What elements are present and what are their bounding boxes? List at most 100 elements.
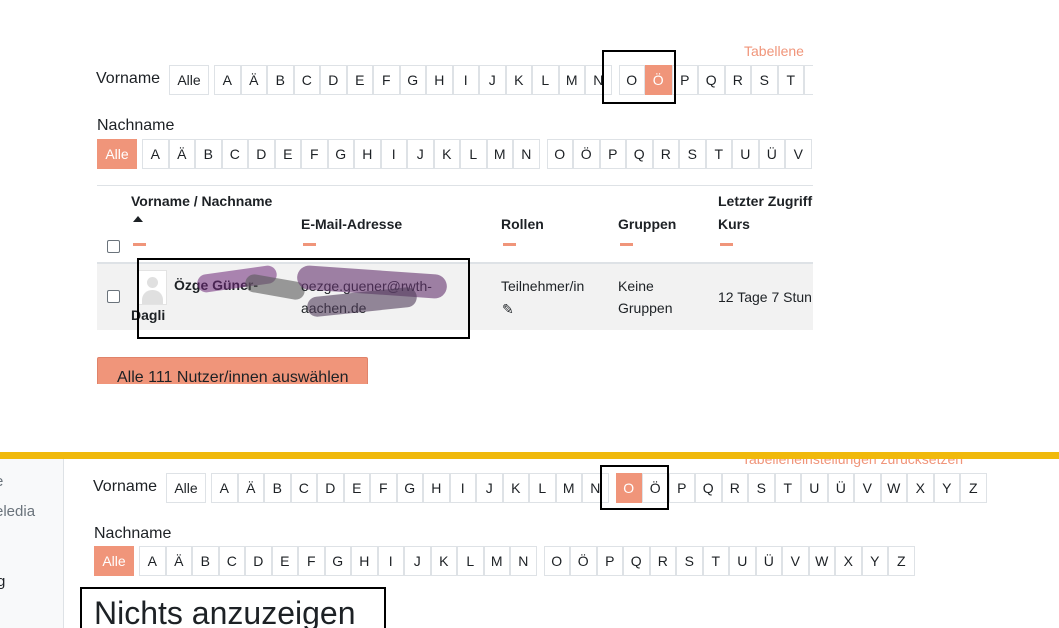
lastname-letter-all[interactable]: Alle [94,546,134,576]
firstname-letter-u[interactable]: U [804,65,813,95]
firstname-letter-j[interactable]: J [479,65,506,95]
lastname-letter-v[interactable]: V [782,546,809,576]
lastname-letter-r[interactable]: R [649,546,676,576]
lastname-letter-r[interactable]: R [652,139,679,169]
firstname-letter-r[interactable]: R [721,473,748,503]
firstname-letter-w[interactable]: W [880,473,907,503]
lastname-letter-u[interactable]: U [729,546,756,576]
lastname-letter-q[interactable]: Q [626,139,653,169]
lastname-letter-a[interactable]: A [139,546,166,576]
lastname-letter-w[interactable]: W [808,546,835,576]
lastname-letter-p[interactable]: P [596,546,623,576]
lastname-letter-all[interactable]: Alle [97,139,137,169]
firstname-letter-g[interactable]: G [399,65,426,95]
sidebar-item[interactable]: eledia [0,503,36,520]
email-collapse-icon[interactable] [303,243,316,246]
lastname-letter-p[interactable]: P [599,139,626,169]
firstname-letter-o[interactable]: O [615,473,642,503]
lastname-letter-b[interactable]: B [192,546,219,576]
firstname-letter-t[interactable]: T [777,65,804,95]
lastname-letter-ö[interactable]: Ö [570,546,597,576]
firstname-letter-e[interactable]: E [343,473,370,503]
lastaccess-collapse-icon[interactable] [720,243,733,246]
firstname-letter-a[interactable]: A [211,473,238,503]
lastname-letter-o[interactable]: O [543,546,570,576]
lastname-letter-f[interactable]: F [298,546,325,576]
lastname-letter-h[interactable]: H [351,546,378,576]
firstname-letter-ü[interactable]: Ü [827,473,854,503]
user-name-link-cont[interactable]: Dagli [131,307,166,323]
firstname-letter-k[interactable]: K [502,473,529,503]
lastname-letter-t[interactable]: T [705,139,732,169]
firstname-letter-k[interactable]: K [505,65,532,95]
firstname-letter-ö[interactable]: Ö [642,473,669,503]
lastname-letter-d[interactable]: D [245,546,272,576]
header-email[interactable]: E-Mail-Adresse [301,216,403,232]
lastname-letter-m[interactable]: M [483,546,510,576]
firstname-letter-g[interactable]: G [396,473,423,503]
lastname-letter-q[interactable]: Q [623,546,650,576]
lastname-letter-e[interactable]: E [271,546,298,576]
lastname-letter-f[interactable]: F [301,139,328,169]
lastname-letter-n[interactable]: N [513,139,540,169]
firstname-letter-s[interactable]: S [748,473,775,503]
edit-role-pencil-icon[interactable]: ✎ [502,301,514,317]
lastname-letter-y[interactable]: Y [861,546,888,576]
lastname-letter-l[interactable]: L [457,546,484,576]
lastname-letter-v[interactable]: V [785,139,812,169]
firstname-letter-b[interactable]: B [264,473,291,503]
lastname-letter-ü[interactable]: Ü [758,139,785,169]
firstname-letter-c[interactable]: C [290,473,317,503]
row-checkbox[interactable] [107,290,120,303]
firstname-letter-i[interactable]: I [449,473,476,503]
firstname-letter-r[interactable]: R [724,65,751,95]
roles-collapse-icon[interactable] [503,243,516,246]
firstname-letter-u[interactable]: U [801,473,828,503]
lastname-letter-l[interactable]: L [460,139,487,169]
firstname-letter-q[interactable]: Q [698,65,725,95]
select-all-users-button[interactable]: Alle 111 Nutzer/innen auswählen [97,357,368,384]
firstname-letter-f[interactable]: F [373,65,400,95]
firstname-letter-l[interactable]: L [529,473,556,503]
header-roles[interactable]: Rollen [501,216,544,232]
lastname-letter-z[interactable]: Z [888,546,915,576]
lastname-letter-ä[interactable]: Ä [165,546,192,576]
header-groups[interactable]: Gruppen [618,216,677,232]
lastname-letter-j[interactable]: J [404,546,431,576]
firstname-letter-ö[interactable]: Ö [645,65,672,95]
firstname-letter-i[interactable]: I [452,65,479,95]
firstname-letter-t[interactable]: T [774,473,801,503]
firstname-letter-o[interactable]: O [618,65,645,95]
lastname-letter-g[interactable]: G [324,546,351,576]
firstname-letter-e[interactable]: E [346,65,373,95]
lastname-letter-i[interactable]: I [380,139,407,169]
firstname-letter-all[interactable]: Alle [169,65,209,95]
header-last-access[interactable]: Letzter Zugriff [718,193,813,209]
firstname-letter-n[interactable]: N [585,65,612,95]
firstname-letter-m[interactable]: M [558,65,585,95]
firstname-letter-s[interactable]: S [751,65,778,95]
sidebar-item[interactable]: g [0,573,5,590]
lastname-letter-ü[interactable]: Ü [755,546,782,576]
firstname-letter-b[interactable]: B [267,65,294,95]
firstname-letter-x[interactable]: X [907,473,934,503]
sidebar-item[interactable]: e [0,473,3,490]
firstname-letter-q[interactable]: Q [695,473,722,503]
reset-table-link[interactable]: Tabellene [744,43,804,59]
firstname-letter-n[interactable]: N [582,473,609,503]
firstname-letter-a[interactable]: A [214,65,241,95]
groups-collapse-icon[interactable] [620,243,633,246]
lastname-letter-k[interactable]: K [433,139,460,169]
lastname-letter-h[interactable]: H [354,139,381,169]
lastname-letter-c[interactable]: C [218,546,245,576]
lastname-letter-g[interactable]: G [327,139,354,169]
firstname-letter-v[interactable]: V [854,473,881,503]
lastname-letter-ä[interactable]: Ä [168,139,195,169]
firstname-letter-l[interactable]: L [532,65,559,95]
firstname-letter-h[interactable]: H [423,473,450,503]
lastname-letter-o[interactable]: O [546,139,573,169]
lastname-letter-t[interactable]: T [702,546,729,576]
lastname-letter-x[interactable]: X [835,546,862,576]
lastname-letter-ö[interactable]: Ö [573,139,600,169]
header-checkbox[interactable] [107,240,120,253]
